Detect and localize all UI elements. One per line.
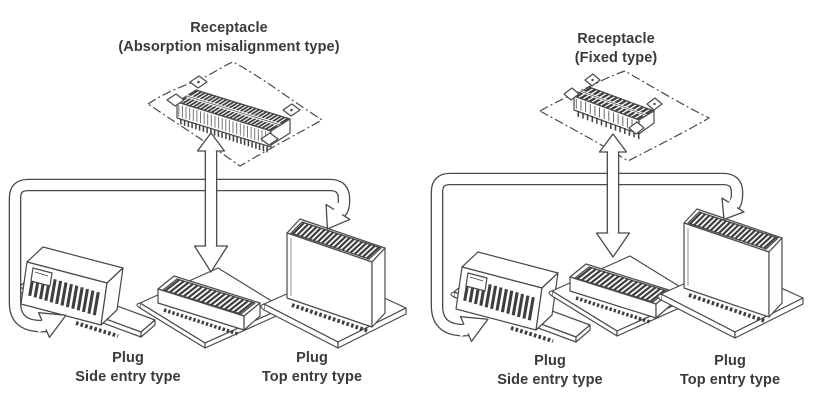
mating-side-arrow-icon <box>34 312 67 338</box>
plug-top-entry-illustration <box>260 218 407 349</box>
right-receptacle-title: Receptacle (Fixed type) <box>575 30 658 68</box>
mating-down-arrow-icon <box>193 238 229 273</box>
label-line1: Plug <box>534 353 566 369</box>
left-diagram-art <box>8 61 407 349</box>
plug-side-entry-illustration <box>15 246 156 338</box>
label-line2: Side entry type <box>497 372 603 388</box>
left-plug-side-label: Plug Side entry type <box>75 349 180 387</box>
right-diagram-art <box>430 70 804 343</box>
receptacle-fixed-illustration <box>538 70 711 162</box>
label-line1: Plug <box>296 350 328 366</box>
label-line2: Top entry type <box>679 372 781 388</box>
title-line1: Receptacle <box>577 31 655 47</box>
label-line2: Top entry type <box>261 369 363 385</box>
right-plug-side-label: Plug Side entry type <box>497 352 602 390</box>
plug-low-profile-illustration <box>136 267 284 349</box>
label-line1: Plug <box>714 353 746 369</box>
mating-up-arrow-icon <box>196 132 226 159</box>
plug-side-entry-illustration <box>450 251 591 343</box>
receptacle-absorption-illustration <box>146 61 324 167</box>
plug-low-profile-illustration <box>548 255 696 337</box>
mating-hook-arrow-icon <box>721 195 745 221</box>
left-receptacle-title: Receptacle (Absorption misalignment type… <box>118 19 339 57</box>
left-plug-top-label: Plug Top entry type <box>262 349 362 387</box>
mating-down-arrow-icon <box>595 225 631 258</box>
label-line2: Side entry type <box>75 369 181 385</box>
mating-hook-arrow-icon <box>325 202 351 230</box>
title-line2: (Absorption misalignment type) <box>118 39 340 55</box>
title-line2: (Fixed type) <box>574 50 658 66</box>
mating-side-arrow-icon <box>456 316 489 342</box>
right-plug-top-label: Plug Top entry type <box>680 352 780 390</box>
title-line1: Receptacle <box>190 20 268 36</box>
mating-up-arrow-icon <box>598 133 628 160</box>
plug-top-entry-illustration <box>657 208 804 339</box>
label-line1: Plug <box>112 350 144 366</box>
